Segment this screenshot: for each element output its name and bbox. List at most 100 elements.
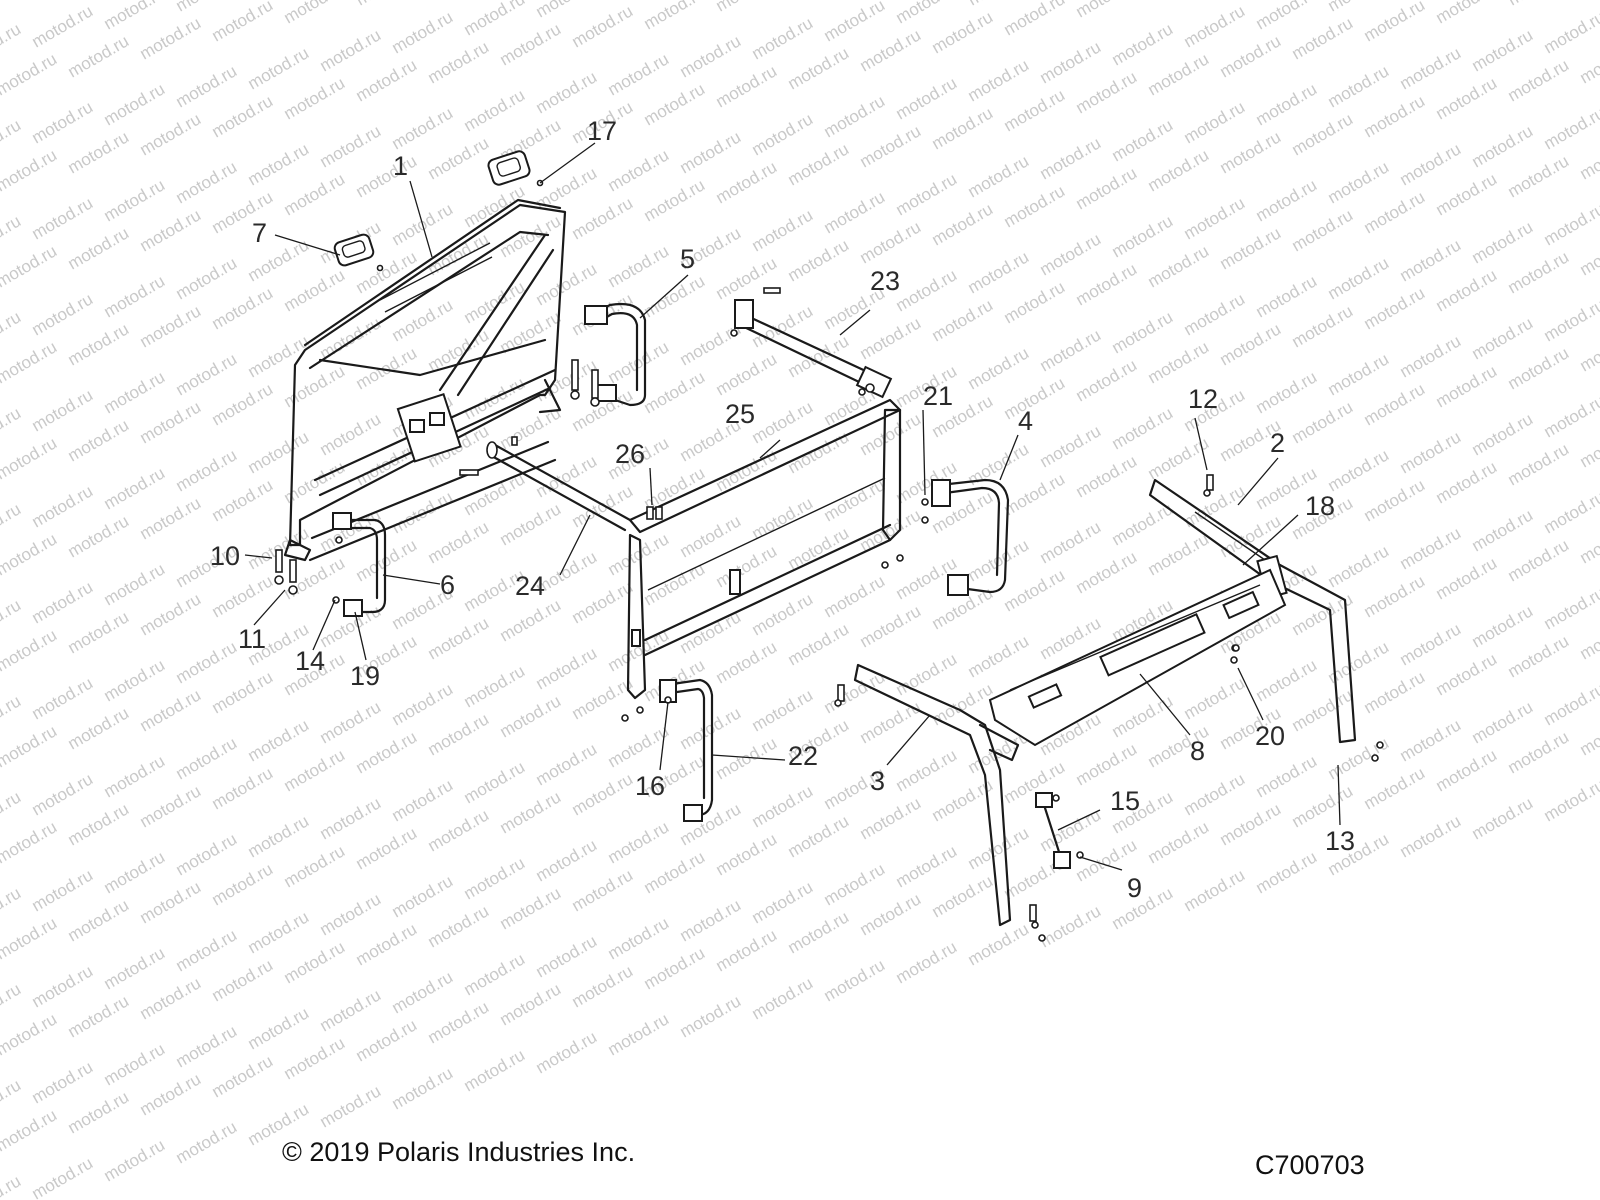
watermark-text: motod.ru xyxy=(533,931,601,981)
watermark-text: motod.ru xyxy=(281,937,349,987)
watermark-text: motod.ru xyxy=(1181,673,1249,723)
watermark-text: motod.ru xyxy=(893,265,961,315)
watermark-text: motod.ru xyxy=(821,187,889,237)
part-15-strap xyxy=(1035,644,1240,869)
watermark-text: motod.ru xyxy=(749,973,817,1023)
watermark-text: motod.ru xyxy=(173,733,241,783)
watermark-text: motod.ru xyxy=(137,205,205,255)
watermark-text: motod.ru xyxy=(893,745,961,795)
callout-15: 15 xyxy=(1110,786,1140,816)
watermark-text: motod.ru xyxy=(1073,67,1141,117)
watermark-text: motod.ru xyxy=(1505,439,1573,489)
watermark-text: motod.ru xyxy=(929,295,997,345)
watermark-text: motod.ru xyxy=(929,103,997,153)
watermark-text: motod.ru xyxy=(641,271,709,321)
watermark-text: motod.ru xyxy=(965,151,1033,201)
watermark-text: motod.ru xyxy=(1145,0,1213,3)
part-1-rear-frame xyxy=(283,198,567,562)
watermark-text: motod.ru xyxy=(1325,349,1393,399)
watermark-text: motod.ru xyxy=(65,703,133,753)
callout-3: 3 xyxy=(870,766,885,796)
watermark-text: motod.ru xyxy=(1541,295,1600,345)
watermark-text: motod.ru xyxy=(65,607,133,657)
watermark-text: motod.ru xyxy=(1073,259,1141,309)
watermark-text: motod.ru xyxy=(29,193,97,243)
watermark-text: motod.ru xyxy=(605,1009,673,1059)
watermark-text: motod.ru xyxy=(101,367,169,417)
watermark-text: motod.ru xyxy=(1433,361,1501,411)
watermark-text: motod.ru xyxy=(65,511,133,561)
watermark-text: motod.ru xyxy=(1289,781,1357,831)
watermark-text: motod.ru xyxy=(569,1,637,51)
watermark-text: motod.ru xyxy=(1145,529,1213,579)
callout-10: 10 xyxy=(210,541,240,571)
watermark-text: motod.ru xyxy=(1109,19,1177,69)
watermark-text: motod.ru xyxy=(29,385,97,435)
watermark-text: motod.ru xyxy=(65,991,133,1041)
watermark-text: motod.ru xyxy=(497,19,565,69)
watermark-text: motod.ru xyxy=(29,961,97,1011)
watermark-text: motod.ru xyxy=(1073,739,1141,789)
watermark-text: motod.ru xyxy=(425,901,493,951)
part-17-handle xyxy=(376,150,544,272)
watermark-text: motod.ru xyxy=(533,1027,601,1077)
watermark-text: motod.ru xyxy=(1109,883,1177,933)
watermark-text: motod.ru xyxy=(0,1009,60,1059)
watermark-text: motod.ru xyxy=(1073,547,1141,597)
watermark-text: motod.ru xyxy=(857,121,925,171)
watermark-text: motod.ru xyxy=(173,349,241,399)
watermark-text: motod.ru xyxy=(1217,223,1285,273)
watermark-text: motod.ru xyxy=(677,991,745,1041)
watermark-text: motod.ru xyxy=(65,319,133,369)
watermark-text: motod.ru xyxy=(857,889,925,939)
watermark-text: motod.ru xyxy=(0,979,24,1029)
watermark-text: motod.ru xyxy=(1361,187,1429,237)
callout-26: 26 xyxy=(615,439,645,469)
watermark-text: motod.ru xyxy=(497,979,565,1029)
watermark-text: motod.ru xyxy=(65,415,133,465)
watermark-text: motod.ru xyxy=(389,7,457,57)
watermark-text: motod.ru xyxy=(533,163,601,213)
watermark-text: motod.ru xyxy=(1361,475,1429,525)
watermark-text: motod.ru xyxy=(209,955,277,1005)
watermark-text: motod.ru xyxy=(29,769,97,819)
watermark-text: motod.ru xyxy=(1469,25,1537,75)
watermark-text: motod.ru xyxy=(821,0,889,45)
watermark-text: motod.ru xyxy=(1433,265,1501,315)
watermark-text: motod.ru xyxy=(1433,0,1501,27)
watermark-text: motod.ru xyxy=(605,913,673,963)
watermark-text: motod.ru xyxy=(1577,709,1600,759)
watermark-text: motod.ru xyxy=(209,1051,277,1101)
watermark-text: motod.ru xyxy=(101,463,169,513)
watermark-text: motod.ru xyxy=(1433,649,1501,699)
watermark-text: motod.ru xyxy=(713,349,781,399)
watermark-text: motod.ru xyxy=(857,217,925,267)
watermark-text: motod.ru xyxy=(1181,769,1249,819)
watermark-text: motod.ru xyxy=(1469,121,1537,171)
watermark-text: motod.ru xyxy=(1289,301,1357,351)
callout-24: 24 xyxy=(515,571,545,601)
watermark-text: motod.ru xyxy=(29,97,97,147)
part-26-clips xyxy=(646,506,663,520)
watermark-text: motod.ru xyxy=(1217,319,1285,369)
watermark-text: motod.ru xyxy=(533,0,601,21)
watermark-text: motod.ru xyxy=(713,925,781,975)
watermark-text: motod.ru xyxy=(497,595,565,645)
watermark-text: motod.ru xyxy=(605,49,673,99)
watermark-text: motod.ru xyxy=(1397,331,1465,381)
copyright-notice: © 2019 Polaris Industries Inc. xyxy=(282,1137,636,1167)
watermark-text: motod.ru xyxy=(389,487,457,537)
watermark-text: motod.ru xyxy=(533,643,601,693)
watermark-text: motod.ru xyxy=(65,1087,133,1137)
watermark-text: motod.ru xyxy=(1001,181,1069,231)
watermark-text: motod.ru xyxy=(1109,403,1177,453)
callout-14: 14 xyxy=(295,646,325,676)
watermark-text: motod.ru xyxy=(245,715,313,765)
watermark-text: motod.ru xyxy=(137,1069,205,1119)
watermark-text: motod.ru xyxy=(353,0,421,9)
watermark-text: motod.ru xyxy=(0,883,24,933)
watermark-text: motod.ru xyxy=(209,475,277,525)
watermark-text: motod.ru xyxy=(173,61,241,111)
watermark-text: motod.ru xyxy=(137,877,205,927)
diagram-code: C700703 xyxy=(1255,1150,1365,1180)
